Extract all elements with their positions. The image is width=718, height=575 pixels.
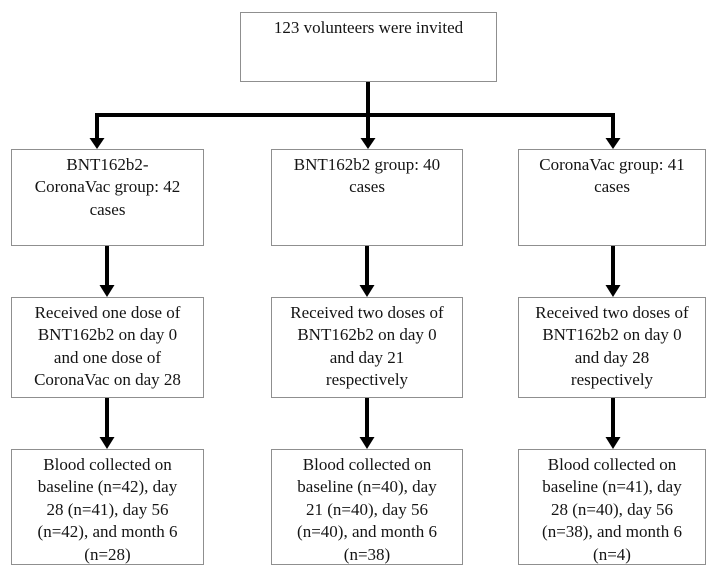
arrowhead-right <box>605 138 621 149</box>
box-regimen-bnt162b2: Received two doses of BNT162b2 on day 0 … <box>271 297 463 398</box>
box-blood-coronavac: Blood collected on baseline (n=41), day … <box>518 449 706 565</box>
arrowhead-r2r3-left <box>99 437 115 449</box>
arrowhead-r1r2-left <box>99 285 115 297</box>
arrowhead-r2r3-center <box>359 437 375 449</box>
arrowhead-center <box>360 138 376 149</box>
box-regimen-bnt162b2-coronavac: Received one dose of BNT162b2 on day 0 a… <box>11 297 204 398</box>
box-blood-bnt162b2-coronavac: Blood collected on baseline (n=42), day … <box>11 449 204 565</box>
box-group-bnt162b2: BNT162b2 group: 40 cases <box>271 149 463 246</box>
arrowhead-r1r2-center <box>359 285 375 297</box>
box-group-coronavac: CoronaVac group: 41 cases <box>518 149 706 246</box>
arrowhead-r1r2-right <box>605 285 621 297</box>
arrowhead-r2r3-right <box>605 437 621 449</box>
box-volunteers-invited: 123 volunteers were invited <box>240 12 497 82</box>
box-regimen-coronavac: Received two doses of BNT162b2 on day 0 … <box>518 297 706 398</box>
arrowhead-left <box>89 138 105 149</box>
box-blood-bnt162b2: Blood collected on baseline (n=40), day … <box>271 449 463 565</box>
box-group-bnt162b2-coronavac: BNT162b2- CoronaVac group: 42 cases <box>11 149 204 246</box>
